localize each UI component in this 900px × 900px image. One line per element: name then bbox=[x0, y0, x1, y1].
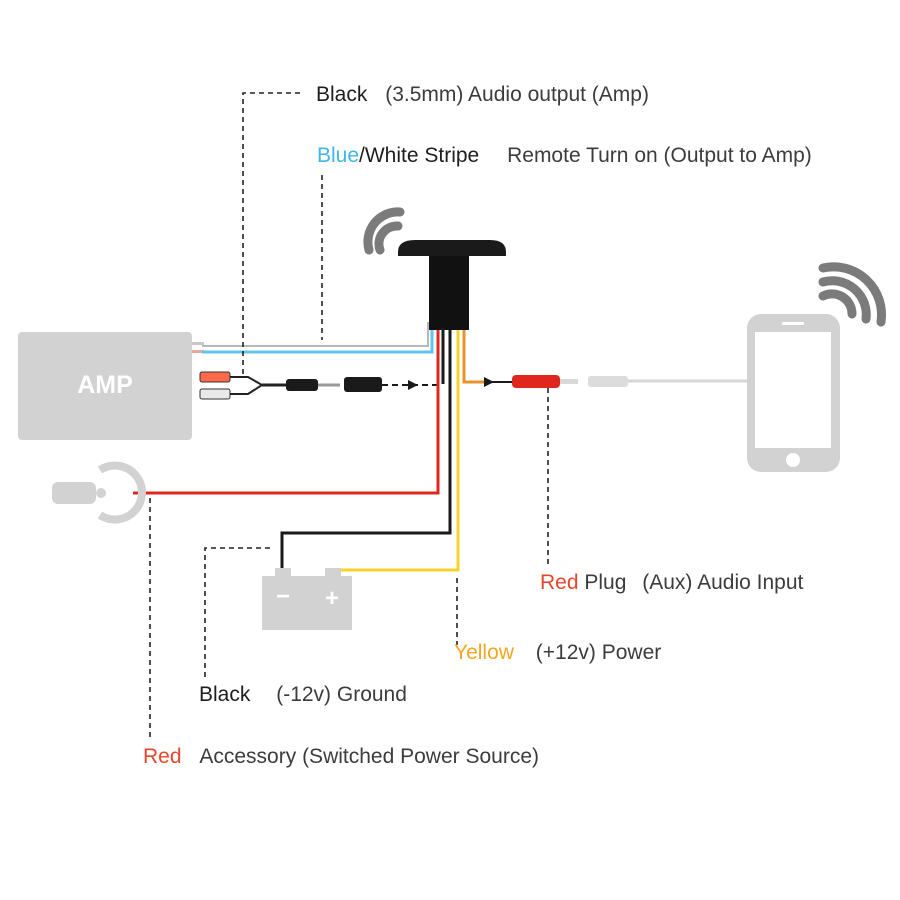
label-blue-white: Blue/White Stripe Remote Turn on (Output… bbox=[317, 145, 812, 166]
black-ground-color: Black bbox=[199, 683, 251, 706]
black-audio-desc: (3.5mm) Audio output (Amp) bbox=[385, 83, 649, 106]
white-stripe-wire bbox=[202, 322, 429, 347]
red-accessory-wire bbox=[133, 330, 440, 495]
phone-cable-jack bbox=[588, 376, 628, 387]
arrow-to-plug-icon bbox=[484, 377, 494, 387]
battery: − + bbox=[262, 568, 352, 630]
remote-desc: Remote Turn on (Output to Amp) bbox=[507, 144, 812, 167]
aux-input-lead bbox=[462, 330, 490, 384]
blue-color: Blue bbox=[317, 144, 360, 167]
bluetooth-receiver bbox=[398, 240, 506, 330]
yellow-power-wire bbox=[340, 330, 460, 572]
phone-home-button bbox=[786, 453, 800, 467]
black-ground-desc: (-12v) Ground bbox=[276, 683, 407, 706]
amp-label: AMP bbox=[77, 371, 133, 399]
receiver-wireless-icon bbox=[363, 207, 405, 255]
label-yellow: Yellow (+12v) Power bbox=[454, 642, 661, 663]
yellow-desc: (+12v) Power bbox=[535, 641, 662, 664]
label-red-plug: Red Plug (Aux) Audio Input bbox=[540, 572, 803, 593]
red-aux-plug bbox=[512, 375, 560, 388]
label-black-audio: Black (3.5mm) Audio output (Amp) bbox=[316, 84, 649, 105]
white-stripe-color: /White Stripe bbox=[359, 144, 480, 167]
battery-plus: + bbox=[325, 585, 339, 612]
blue-wire bbox=[202, 322, 434, 354]
audio-jack-male bbox=[286, 379, 318, 391]
red-plug-word: Plug bbox=[584, 571, 627, 594]
receiver-body bbox=[429, 256, 469, 330]
yellow-color: Yellow bbox=[454, 641, 514, 664]
red-plug-color: Red bbox=[540, 571, 579, 594]
amp-unit: AMP bbox=[18, 332, 231, 440]
battery-minus: − bbox=[276, 583, 290, 610]
phone-screen bbox=[755, 332, 831, 448]
smartphone bbox=[747, 314, 840, 472]
leader-black-audio bbox=[242, 92, 300, 375]
receiver-cap bbox=[398, 240, 506, 256]
arrow-to-jack-icon bbox=[408, 380, 418, 390]
label-red-accessory: Red Accessory (Switched Power Source) bbox=[143, 746, 539, 767]
phone-wireless-icon bbox=[818, 262, 887, 327]
rca-y-cable bbox=[230, 376, 264, 395]
leader-lines bbox=[149, 92, 549, 740]
ignition-key-icon bbox=[52, 461, 146, 524]
audio-jack-female bbox=[344, 377, 382, 392]
red-plug-desc: (Aux) Audio Input bbox=[642, 571, 804, 594]
red-acc-desc: Accessory (Switched Power Source) bbox=[199, 745, 539, 768]
label-black-ground: Black (-12v) Ground bbox=[199, 684, 407, 705]
black-ground-wire bbox=[280, 330, 452, 568]
black-audio-color: Black bbox=[316, 83, 368, 106]
red-acc-color: Red bbox=[143, 745, 182, 768]
leader-black-ground bbox=[204, 547, 270, 680]
